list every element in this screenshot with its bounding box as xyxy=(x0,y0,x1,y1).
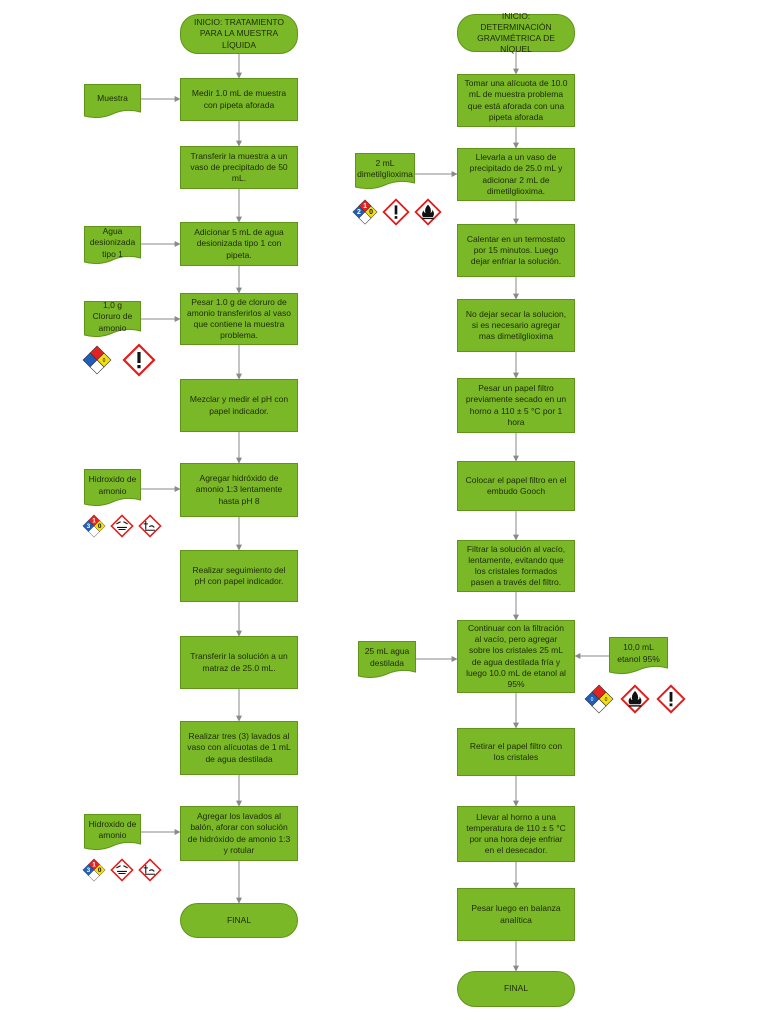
right-step-6: Colocar el papel filtro en el embudo Goo… xyxy=(457,461,575,511)
right-end-terminal: FINAL xyxy=(457,971,575,1007)
left-step-4: Pesar 1.0 g de cloruro de amonio transfe… xyxy=(180,293,298,345)
nfpa-flammability: 1 xyxy=(363,203,367,210)
left-end-terminal: FINAL xyxy=(180,903,298,938)
left-step-7: Realizar seguimiento del pH con papel in… xyxy=(180,550,298,602)
right-step-7: Filtrar la solución al vacío, lentamente… xyxy=(457,540,575,592)
right-input-dimetilglioxima: 2 mL dimetilglioxima xyxy=(355,153,415,191)
left-input-muestra: Muestra xyxy=(84,84,141,120)
right-step-11: Pesar luego en balanza analítica xyxy=(457,888,575,941)
right-step-3: Calentar en un termostato por 15 minutos… xyxy=(457,224,575,277)
nfpa-reactivity: 0 xyxy=(98,867,102,874)
right-step-2: Llevarla a un vaso de precipitado de 25.… xyxy=(457,148,575,201)
left-step-1: Medir 1.0 mL de muestra con pipeta afora… xyxy=(180,78,298,121)
right-step-5: Pesar un papel filtro previamente secado… xyxy=(457,378,575,433)
left-step-10: Agregar los lavados al balón, aforar con… xyxy=(180,806,298,861)
right-step-4: No dejar secar la solucion, si es necesa… xyxy=(457,299,575,352)
flammable-hazard-icon xyxy=(620,684,650,714)
right-input-agua-destilada: 25 mL agua destilada xyxy=(358,641,416,680)
right-step-9: Retirar el papel filtro con los cristale… xyxy=(457,728,575,776)
nfpa-reactivity: 0 xyxy=(98,523,102,530)
corrosive-hazard-icon xyxy=(110,858,134,882)
nfpa-reactivity: 0 xyxy=(103,358,106,364)
nfpa-diamond-icon: 1 3 0 xyxy=(82,514,106,538)
left-input-agua-desionizada: Agua desionizada tipo 1 xyxy=(84,226,141,266)
corrosive-hazard-icon xyxy=(110,514,134,538)
nfpa-diamond-icon: 0 0 xyxy=(584,684,614,714)
nfpa-flammability: 1 xyxy=(92,517,96,524)
nfpa-health: 2 xyxy=(357,209,361,216)
left-step-5: Mezclar y medir el pH con papel indicado… xyxy=(180,379,298,432)
left-start-terminal: INICIO: TRATAMIENTO PARA LA MUESTRA LÍQU… xyxy=(180,14,298,54)
nfpa-diamond-icon: 1 2 0 xyxy=(352,199,378,225)
flammable-hazard-icon xyxy=(414,198,442,226)
left-step-6: Agregar hidróxido de amonio 1:3 lentamen… xyxy=(180,463,298,517)
hazard-icons-dimetilglioxima: 1 2 0 xyxy=(352,198,442,226)
right-step-1: Tomar una alícuota de 10.0 mL de muestra… xyxy=(457,74,575,127)
environment-hazard-icon xyxy=(138,514,162,538)
hazard-icons-cloruro-amonio: 0 xyxy=(82,343,156,377)
left-step-9: Realizar tres (3) lavados al vaso con al… xyxy=(180,721,298,775)
left-step-2: Transferir la muestra a un vaso de preci… xyxy=(180,146,298,189)
right-step-10: Llevar al horno a una temperatura de 110… xyxy=(457,806,575,862)
nfpa-flammability: 1 xyxy=(92,861,96,868)
left-input-hidroxido-amonio-1: Hidroxido de amonio xyxy=(84,469,141,508)
exclamation-hazard-icon xyxy=(656,684,686,714)
left-step-8: Transferir la solución a un matraz de 25… xyxy=(180,636,298,689)
left-input-hidroxido-amonio-2: Hidroxido de amonio xyxy=(84,814,141,852)
nfpa-diamond-icon: 1 3 0 xyxy=(82,858,106,882)
exclamation-hazard-icon xyxy=(122,343,156,377)
exclamation-hazard-icon xyxy=(382,198,410,226)
nfpa-health: 3 xyxy=(87,523,91,530)
left-input-cloruro-amonio: 1,0 g Cloruro de amonio xyxy=(84,300,141,339)
nfpa-reactivity: 0 xyxy=(605,697,608,703)
right-step-8: Continuar con la filtración al vacío, pe… xyxy=(457,620,575,693)
nfpa-diamond-icon: 0 xyxy=(82,345,112,375)
nfpa-health: 3 xyxy=(87,867,91,874)
right-input-etanol: 10,0 mL etanol 95% xyxy=(609,637,668,676)
left-step-3: Adicionar 5 mL de agua desionizada tipo … xyxy=(180,222,298,266)
environment-hazard-icon xyxy=(138,858,162,882)
right-start-terminal: INICIO: DETERMINACIÓN GRAVIMÉTRICA DE NÍ… xyxy=(457,11,575,54)
nfpa-reactivity: 0 xyxy=(369,209,373,216)
hazard-icons-hidroxido-amonio-2: 1 3 0 xyxy=(82,858,162,882)
hazard-icons-etanol: 0 0 xyxy=(584,684,686,714)
hazard-icons-hidroxido-amonio-1: 1 3 0 xyxy=(82,514,162,538)
nfpa-health: 0 xyxy=(591,697,594,703)
